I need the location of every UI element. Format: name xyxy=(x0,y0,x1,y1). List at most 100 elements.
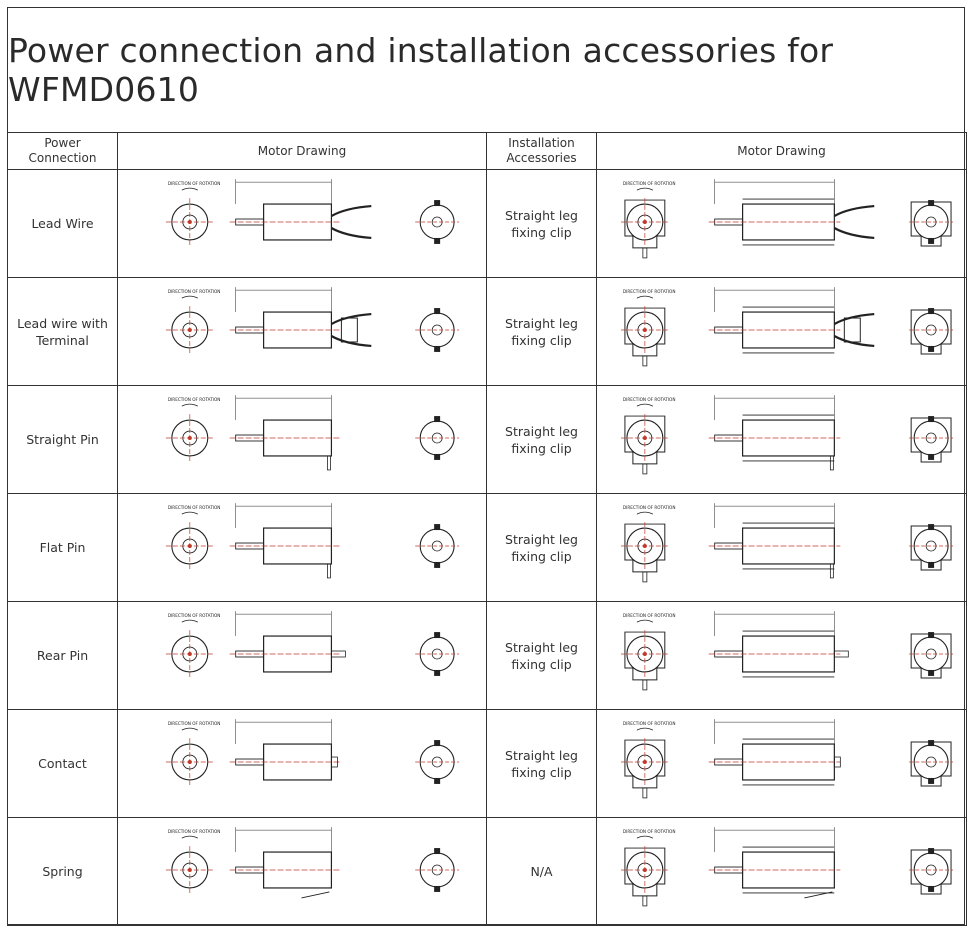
accessories-table: Power Connection Motor Drawing Installat… xyxy=(7,132,967,926)
rear-terminal xyxy=(928,740,935,747)
rear-terminal xyxy=(434,416,441,423)
motor-front-view xyxy=(626,635,664,673)
rear-terminal xyxy=(434,524,441,531)
rear-terminal xyxy=(928,777,935,784)
pin-terminal xyxy=(829,455,834,471)
clip-leg xyxy=(642,571,648,583)
rotation-label: DIRECTION OF ROTATION xyxy=(623,289,676,294)
fixing-clip-front xyxy=(624,415,666,465)
rotation-label: DIRECTION OF ROTATION xyxy=(168,721,221,726)
page-title: Power connection and installation access… xyxy=(8,31,834,109)
installation-accessory-cell: Straight leg fixing clip xyxy=(486,709,597,818)
header-power-connection: Power Connection xyxy=(7,132,118,170)
fixing-clip-rear xyxy=(910,201,952,247)
contact-pad xyxy=(331,756,338,768)
rear-terminal xyxy=(928,237,935,244)
rear-terminal xyxy=(434,740,441,747)
installation-accessory-label: Straight leg fixing clip xyxy=(505,639,578,672)
motor-front-view xyxy=(626,203,664,241)
rotation-label: DIRECTION OF ROTATION xyxy=(168,613,221,618)
accessory-drawing-cell: DIRECTION OF ROTATION xyxy=(596,817,967,926)
rotation-label: DIRECTION OF ROTATION xyxy=(623,613,676,618)
installation-accessory-cell: Straight leg fixing clip xyxy=(486,601,597,710)
rotation-label: DIRECTION OF ROTATION xyxy=(623,505,676,510)
power-connection-cell: Flat Pin xyxy=(7,493,118,602)
clip-leg xyxy=(642,679,648,691)
motor-drawing-cell: DIRECTION OF ROTATION xyxy=(117,709,487,818)
fixing-clip-rear xyxy=(910,741,952,787)
power-connection-cell: Rear Pin xyxy=(7,601,118,710)
installation-accessory-cell: Straight leg fixing clip xyxy=(486,169,597,278)
rotation-arrow-icon xyxy=(636,619,654,623)
rotation-label: DIRECTION OF ROTATION xyxy=(623,397,676,402)
rotation-arrow-icon xyxy=(181,727,198,731)
rotation-label: DIRECTION OF ROTATION xyxy=(168,289,221,294)
table-row: Rear Pin DIRECTION OF ROTATION Straight le… xyxy=(7,601,967,710)
header-installation-accessories: Installation Accessories xyxy=(486,132,597,170)
accessory-motor-drawing: DIRECTION OF ROTATION xyxy=(620,395,954,475)
installation-accessory-cell: N/A xyxy=(486,817,597,926)
rotation-arrow-icon xyxy=(636,835,654,839)
clip-leg xyxy=(642,355,648,367)
rotation-arrow-icon xyxy=(181,403,198,407)
rotation-arrow-icon xyxy=(636,295,654,299)
power-connection-cell: Contact xyxy=(7,709,118,818)
motor-drawing-cell: DIRECTION OF ROTATION xyxy=(117,169,487,278)
rear-terminal xyxy=(434,453,441,460)
accessory-drawing-cell: DIRECTION OF ROTATION xyxy=(596,277,967,386)
clip-leg xyxy=(642,463,648,475)
motor-drawing-cell: DIRECTION OF ROTATION xyxy=(117,277,487,386)
installation-accessory-label: Straight leg fixing clip xyxy=(505,423,578,456)
rotation-arrow-icon xyxy=(636,511,654,515)
rear-terminal xyxy=(928,345,935,352)
rear-pin xyxy=(833,650,849,658)
lead-wire xyxy=(833,335,875,348)
rear-terminal xyxy=(434,885,441,892)
contact-pad xyxy=(833,756,841,768)
rear-terminal xyxy=(928,308,935,315)
accessory-motor-drawing: DIRECTION OF ROTATION xyxy=(620,503,954,583)
accessory-motor-drawing: DIRECTION OF ROTATION xyxy=(620,719,954,799)
table-row: Spring DIRECTION OF ROTATION N/A DIRECTION … xyxy=(7,817,967,926)
clip-leg xyxy=(642,895,648,907)
header-row: Power Connection Motor Drawing Installat… xyxy=(7,132,967,170)
motor-drawing: DIRECTION OF ROTATION xyxy=(165,719,460,786)
motor-drawing: DIRECTION OF ROTATION xyxy=(165,827,460,899)
rear-terminal xyxy=(434,561,441,568)
motor-drawing-cell: DIRECTION OF ROTATION xyxy=(117,385,487,494)
rear-terminal xyxy=(434,777,441,784)
accessory-drawing-cell: DIRECTION OF ROTATION xyxy=(596,709,967,818)
table-row: Contact DIRECTION OF ROTATION Straight leg… xyxy=(7,709,967,818)
power-connection-cell: Lead Wire xyxy=(7,169,118,278)
motor-drawing: DIRECTION OF ROTATION xyxy=(165,287,460,354)
rotation-arrow-icon xyxy=(636,403,654,407)
rear-pin xyxy=(331,650,346,658)
pin-terminal xyxy=(327,455,331,471)
motor-drawing-cell: DIRECTION OF ROTATION xyxy=(117,817,487,926)
installation-accessory-label: Straight leg fixing clip xyxy=(505,207,578,240)
power-connection-label: Contact xyxy=(38,756,87,771)
motor-drawing-cell: DIRECTION OF ROTATION xyxy=(117,601,487,710)
header-motor-drawing: Motor Drawing xyxy=(117,132,487,170)
rotation-label: DIRECTION OF ROTATION xyxy=(168,397,221,402)
rear-terminal xyxy=(434,669,441,676)
motor-drawing: DIRECTION OF ROTATION xyxy=(165,611,460,678)
rotation-label: DIRECTION OF ROTATION xyxy=(168,829,221,834)
clip-leg xyxy=(642,787,648,799)
rear-terminal xyxy=(928,632,935,639)
lead-wire xyxy=(330,227,372,240)
motor-drawing: DIRECTION OF ROTATION xyxy=(165,503,460,579)
motor-front-view xyxy=(626,743,664,781)
power-connection-cell: Straight Pin xyxy=(7,385,118,494)
accessory-motor-drawing: DIRECTION OF ROTATION xyxy=(620,827,954,907)
installation-accessory-label: N/A xyxy=(530,864,553,879)
rear-terminal xyxy=(928,669,935,676)
installation-accessory-cell: Straight leg fixing clip xyxy=(486,277,597,386)
terminal-connector xyxy=(340,317,358,343)
power-connection-label: Spring xyxy=(42,864,83,879)
motor-drawing: DIRECTION OF ROTATION xyxy=(165,395,460,471)
lead-wire xyxy=(330,204,372,217)
accessory-drawing-cell: DIRECTION OF ROTATION xyxy=(596,601,967,710)
fixing-clip-front xyxy=(624,847,666,897)
